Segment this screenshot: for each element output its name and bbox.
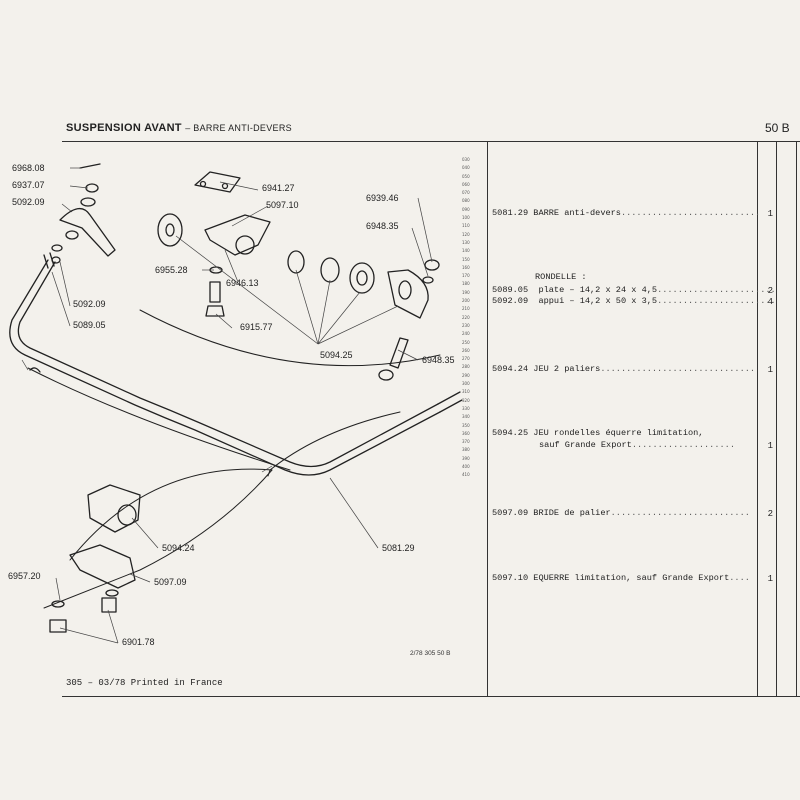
- scale-mark: 390: [462, 455, 470, 461]
- drawing-reference: 2/78 305 50 B: [410, 650, 451, 657]
- scale-mark: 090: [462, 206, 470, 212]
- scale-mark: 110: [462, 223, 470, 229]
- part-qty: 2: [767, 509, 773, 519]
- scale-mark: 140: [462, 248, 470, 254]
- scale-mark: 060: [462, 181, 470, 187]
- scale-mark: 050: [462, 173, 470, 179]
- scale-mark: 190: [462, 289, 470, 295]
- part-qty: 1: [767, 574, 773, 584]
- part-qty: 1: [767, 441, 773, 451]
- qty-column-rule-1: [757, 142, 758, 697]
- scale-mark: 100: [462, 215, 470, 221]
- scale-mark: 290: [462, 372, 470, 378]
- callout-label: 6957.20: [8, 571, 41, 581]
- scale-mark: 150: [462, 256, 470, 262]
- scale-mark: 400: [462, 463, 470, 469]
- callout-label: 5094.25: [320, 350, 353, 360]
- part-row: 5089.05 plate – 14,2 x 24 x 4,5.........…: [492, 285, 776, 295]
- section-title: SUSPENSION AVANT: [66, 122, 182, 134]
- header-rule: [62, 141, 800, 142]
- page-footer: 305 – 03/78 Printed in France: [66, 678, 223, 688]
- qty-column-rule-2: [776, 142, 777, 697]
- anti-roll-bar-outer: [9, 259, 441, 476]
- callout-label: 5092.09: [73, 299, 106, 309]
- scale-mark: 360: [462, 430, 470, 436]
- scale-mark: 340: [462, 414, 470, 420]
- callout-label: 5097.10: [266, 200, 299, 210]
- footer-rule: [62, 696, 800, 697]
- scale-mark: 180: [462, 281, 470, 287]
- callout-label: 6901.78: [122, 637, 155, 647]
- scale-mark: 300: [462, 381, 470, 387]
- callout-label: 5089.05: [73, 320, 106, 330]
- scale-mark: 220: [462, 314, 470, 320]
- scale-mark: 160: [462, 264, 470, 270]
- callout-label: 6946.13: [226, 278, 259, 288]
- scale-mark: 240: [462, 331, 470, 337]
- line-scale: 030 040 050 060 070 080 090 100 110 120 130 140 150 1…: [462, 156, 484, 480]
- callout-label: 5081.29: [382, 543, 415, 553]
- part-qty: 1: [767, 365, 773, 375]
- callout-label: 6915.77: [240, 322, 273, 332]
- scale-mark: 330: [462, 405, 470, 411]
- page-title: SUSPENSION AVANT – BARRE ANTI-DEVERS: [66, 122, 292, 134]
- scale-mark: 200: [462, 298, 470, 304]
- scale-mark: 210: [462, 306, 470, 312]
- part-row: 5097.09 BRIDE de palier.................…: [492, 508, 750, 518]
- scale-mark: 280: [462, 364, 470, 370]
- part-row: 5094.25 JEU rondelles équerre limitation…: [492, 428, 704, 438]
- scale-mark: 270: [462, 356, 470, 362]
- part-row: 5081.29 BARRE anti-devers...............…: [492, 208, 761, 218]
- scale-mark: 310: [462, 389, 470, 395]
- scale-mark: 260: [462, 347, 470, 353]
- part-row: 5094.24 JEU 2 paliers...................…: [492, 364, 756, 374]
- scale-mark: 370: [462, 439, 470, 445]
- callout-label: 5097.09: [154, 577, 187, 587]
- scale-mark: 250: [462, 339, 470, 345]
- page-code: 50 B: [765, 121, 790, 135]
- callout-label: 6948.35: [422, 355, 455, 365]
- callout-label: 6955.28: [155, 265, 188, 275]
- scale-mark: 170: [462, 273, 470, 279]
- table-left-rule: [487, 142, 488, 697]
- scale-mark: 080: [462, 198, 470, 204]
- scale-mark: 320: [462, 397, 470, 403]
- scale-mark: 350: [462, 422, 470, 428]
- part-row-continuation: sauf Grande Export....................: [539, 440, 735, 450]
- callout-label: 5092.09: [12, 197, 45, 207]
- scale-mark: 070: [462, 190, 470, 196]
- scale-mark: 030: [462, 157, 470, 162]
- anti-roll-bar-inner: [17, 261, 439, 468]
- part-qty: 4: [767, 297, 773, 307]
- scale-mark: 120: [462, 231, 470, 237]
- section-subtitle: – BARRE ANTI-DEVERS: [185, 123, 292, 133]
- callout-label: 6968.08: [12, 163, 45, 173]
- group-heading: RONDELLE :: [535, 272, 587, 282]
- part-qty: 2: [767, 286, 773, 296]
- callout-label: 6937.07: [12, 180, 45, 190]
- scale-mark: 040: [462, 165, 470, 171]
- scale-mark: 380: [462, 447, 470, 453]
- qty-column-rule-3: [796, 142, 797, 697]
- part-row: 5092.09 appui – 14,2 x 50 x 3,5.........…: [492, 296, 776, 306]
- callout-label: 6939.46: [366, 193, 399, 203]
- scale-mark: 410: [462, 472, 470, 478]
- callout-label: 6941.27: [262, 183, 295, 193]
- callout-label: 6948.35: [366, 221, 399, 231]
- scale-mark: 230: [462, 322, 470, 328]
- callout-label: 5094.24: [162, 543, 195, 553]
- scale-mark: 130: [462, 239, 470, 245]
- part-qty: 1: [767, 209, 773, 219]
- part-row: 5097.10 EQUERRE limitation, sauf Grande …: [492, 573, 750, 583]
